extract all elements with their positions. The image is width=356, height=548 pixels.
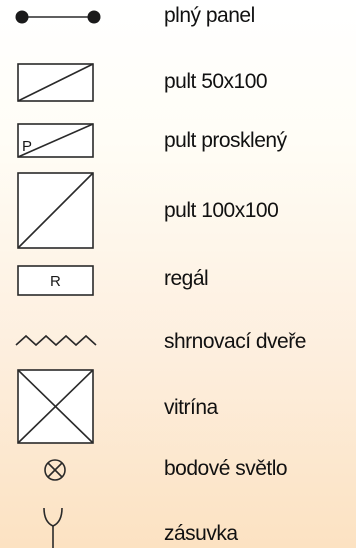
legend-label-glass-counter: pult prosklený <box>164 129 287 152</box>
showcase-icon <box>17 369 94 444</box>
legend-label-shelf: regál <box>164 267 209 290</box>
legend-label-folding-door: shrnovací dveře <box>164 330 306 353</box>
glass-counter-icon: P <box>17 123 94 158</box>
folding-door-icon <box>15 334 97 347</box>
solid-panel-icon <box>15 10 101 24</box>
legend-label-solid-panel: plný panel <box>164 4 255 27</box>
legend-label-showcase: vitrína <box>164 396 218 419</box>
spotlight-icon <box>44 459 66 481</box>
counter-50x100-icon <box>17 63 94 102</box>
legend-label-counter-50x100: pult 50x100 <box>164 70 268 93</box>
legend-label-socket: zásuvka <box>164 522 238 545</box>
legend-label-spotlight: bodové světlo <box>164 457 288 480</box>
glass-counter-glyph: P <box>22 138 32 155</box>
legend-label-counter-100x100: pult 100x100 <box>164 199 279 222</box>
counter-100x100-icon <box>17 172 94 249</box>
socket-icon <box>43 507 63 548</box>
shelf-glyph: R <box>50 273 61 290</box>
shelf-icon: R <box>17 265 94 296</box>
